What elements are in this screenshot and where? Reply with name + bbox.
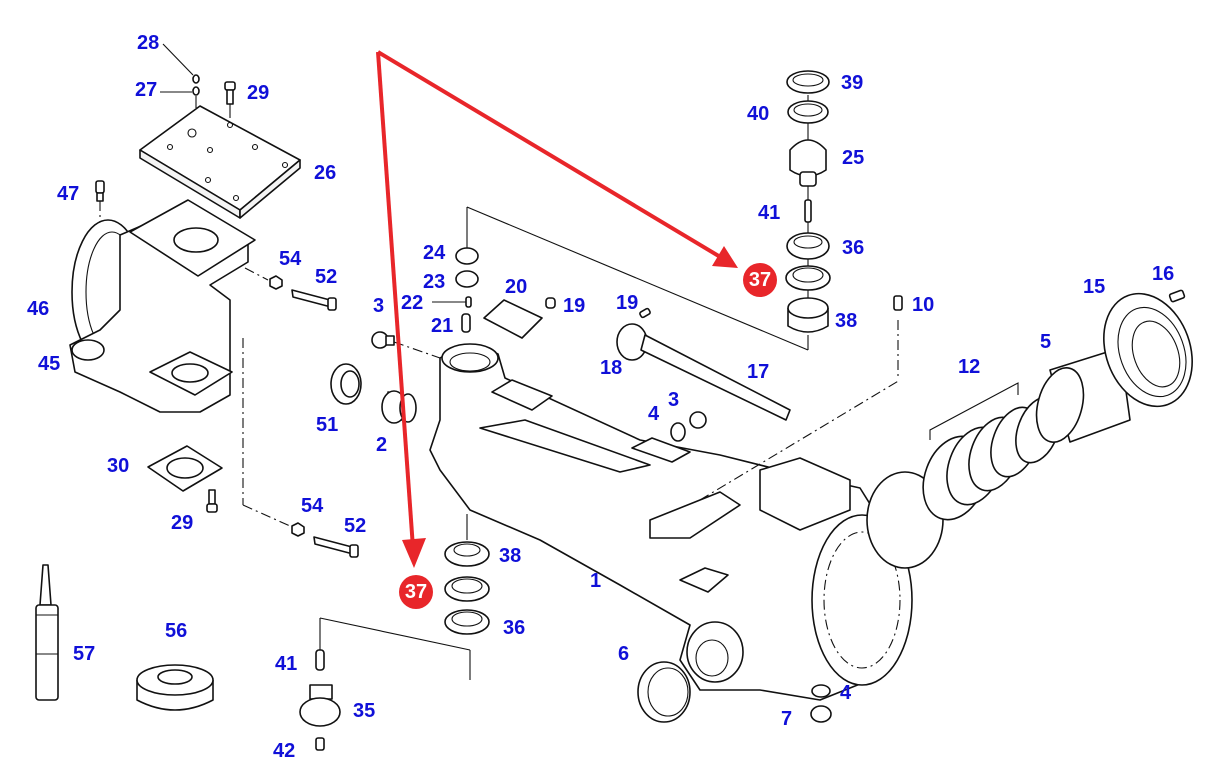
part-54-52-nut-bolt-upper: [244, 267, 337, 311]
callout-part-25[interactable]: 25: [842, 147, 865, 169]
callout-part-5[interactable]: 5: [1040, 331, 1052, 353]
callout-part-1[interactable]: 1: [590, 570, 602, 592]
part-15-hub-cover: [1103, 292, 1193, 408]
callout-part-35[interactable]: 35: [353, 700, 376, 722]
callout-part-40[interactable]: 40: [747, 103, 770, 125]
callout-part-27[interactable]: 27: [135, 79, 158, 101]
part-10-grease-fitting: [893, 295, 903, 311]
callout-part-24[interactable]: 24: [423, 242, 446, 264]
callout-part-15[interactable]: 15: [1083, 276, 1106, 298]
callout-part-52[interactable]: 52: [344, 515, 367, 537]
part-1-axle-housing: [429, 320, 944, 701]
callout-part-22[interactable]: 22: [401, 292, 424, 314]
callout-part-47[interactable]: 47: [57, 183, 80, 205]
callout-part-52[interactable]: 52: [315, 266, 338, 288]
callout-part-3[interactable]: 3: [668, 389, 680, 411]
callout-part-54[interactable]: 54: [301, 495, 324, 517]
callout-part-21[interactable]: 21: [431, 315, 454, 337]
callout-part-38[interactable]: 38: [499, 545, 522, 567]
callout-part-6[interactable]: 6: [618, 643, 630, 665]
part-29-bolt-top: [224, 81, 236, 118]
part-4-3-plug-right: [670, 411, 707, 442]
callout-part-38[interactable]: 38: [835, 310, 858, 332]
callout-part-7[interactable]: 7: [781, 708, 793, 730]
callout-part-39[interactable]: 39: [841, 72, 864, 94]
callout-part-20[interactable]: 20: [505, 276, 528, 298]
part-51-seal: [330, 363, 362, 405]
highlight-arrow-lower: [376, 51, 426, 568]
callout-part-19[interactable]: 19: [563, 295, 586, 317]
part-5-ring: [1035, 347, 1131, 443]
callout-part-3[interactable]: 3: [373, 295, 385, 317]
callout-part-2[interactable]: 2: [376, 434, 388, 456]
part-57-sealant-tube: [35, 564, 59, 701]
callout-part-36[interactable]: 36: [842, 237, 865, 259]
callout-part-42[interactable]: 42: [273, 740, 296, 762]
part-56-seal-tool: [136, 664, 214, 711]
part-19-screws: [545, 297, 651, 319]
callout-part-17[interactable]: 17: [747, 361, 770, 383]
callout-part-46[interactable]: 46: [27, 298, 50, 320]
part-45-46-steering-knuckle: [69, 199, 256, 505]
highlight-arrow-upper: [376, 50, 738, 268]
callout-part-18[interactable]: 18: [600, 357, 623, 379]
upper-bearing-stack: [785, 70, 831, 333]
callout-part-23[interactable]: 23: [423, 271, 446, 293]
callout-part-30[interactable]: 30: [107, 455, 130, 477]
callout-part-51[interactable]: 51: [316, 414, 339, 436]
callout-part-28[interactable]: 28: [137, 32, 160, 54]
part-16-screw: [1168, 289, 1186, 303]
callout-part-56[interactable]: 56: [165, 620, 188, 642]
part-3-plug-left: [371, 331, 441, 359]
callout-part-4[interactable]: 4: [840, 682, 852, 704]
callout-part-29[interactable]: 29: [171, 512, 194, 534]
callout-part-26[interactable]: 26: [314, 162, 337, 184]
callout-part-41[interactable]: 41: [758, 202, 781, 224]
part-6-bushing: [637, 661, 691, 723]
part-20-cover: [483, 299, 543, 339]
lower-bearing-stack: [444, 514, 490, 635]
callout-part-41[interactable]: 41: [275, 653, 298, 675]
callout-part-29[interactable]: 29: [247, 82, 270, 104]
part-27-28-grease-nipple: [160, 43, 200, 108]
part-17-18-lever: [616, 323, 791, 421]
part-29-bolt-lower: [206, 489, 218, 513]
part-24-23-22-21-group: [432, 206, 809, 351]
part-35-41-42-pivot-pin-lower: [299, 617, 471, 751]
part-47-grease-fitting: [95, 180, 105, 222]
callout-part-57[interactable]: 57: [73, 643, 96, 665]
highlight-badge-37-upper[interactable]: 37: [743, 263, 777, 297]
callout-part-45[interactable]: 45: [38, 353, 61, 375]
callout-part-36[interactable]: 36: [503, 617, 526, 639]
part-2-bushing: [381, 390, 417, 424]
part-4-7-drain-plug: [810, 684, 832, 723]
callout-part-16[interactable]: 16: [1152, 263, 1175, 285]
callout-part-12[interactable]: 12: [958, 356, 981, 378]
highlight-badge-37-lower[interactable]: 37: [399, 575, 433, 609]
part-12-disc-pack: [922, 382, 1061, 521]
callout-part-54[interactable]: 54: [279, 248, 302, 270]
callout-part-4[interactable]: 4: [648, 403, 660, 425]
part-54-52-nut-bolt-lower: [242, 504, 359, 558]
callout-part-19[interactable]: 19: [616, 292, 639, 314]
part-26-cover-plate: [139, 105, 301, 219]
callout-part-10[interactable]: 10: [912, 294, 935, 316]
part-30-flange-plate: [147, 445, 223, 492]
